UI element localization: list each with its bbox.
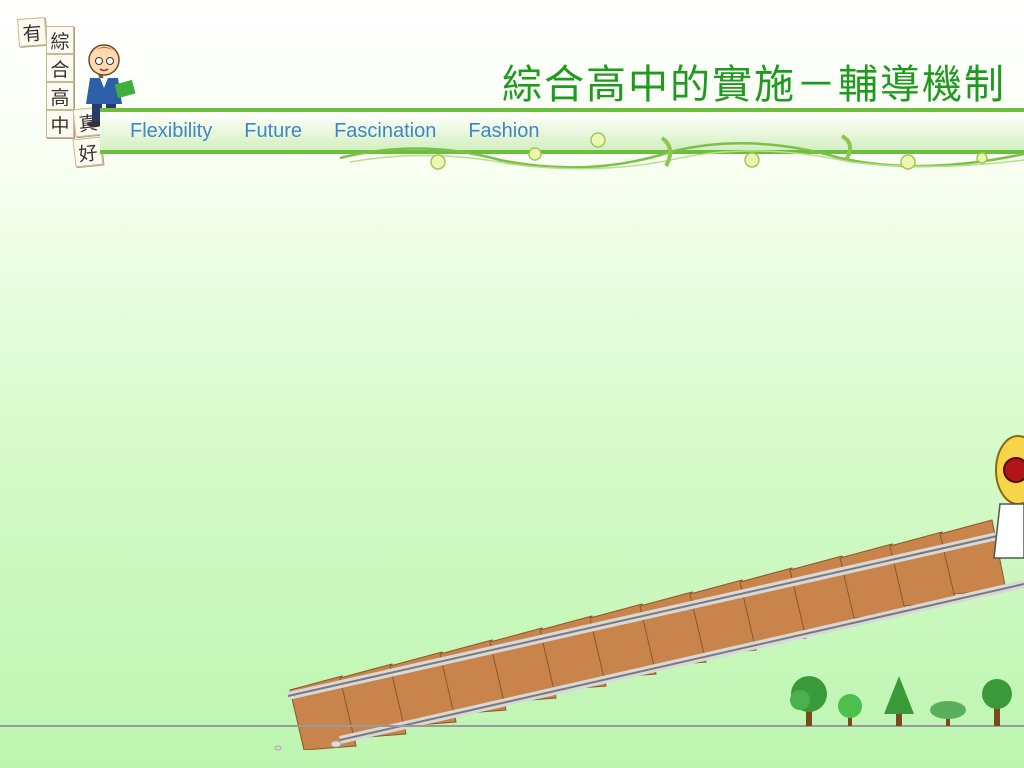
slide-title: 綜合高中的實施－輔導機制 xyxy=(502,62,1006,108)
signal-lamp xyxy=(993,435,1024,559)
keyword-fascination: Fascination xyxy=(334,120,437,142)
logo-tile: 綜 xyxy=(46,26,74,54)
vine-decoration xyxy=(340,132,1024,170)
keyword-fashion: Fashion xyxy=(468,120,540,142)
keyword-flexibility: Flexibility xyxy=(130,120,213,142)
header-banner xyxy=(100,108,1024,154)
keyword-future: Future xyxy=(244,120,303,142)
keyword-list: Flexibility Future Fascination Fashion xyxy=(130,120,540,143)
railway-tracks xyxy=(287,519,1024,750)
logo-tile: 高 xyxy=(46,82,74,110)
tree-cluster xyxy=(790,676,1012,726)
logo-tile: 合 xyxy=(46,54,74,82)
ground-line xyxy=(0,725,1024,751)
logo-tile: 有 xyxy=(17,17,47,47)
